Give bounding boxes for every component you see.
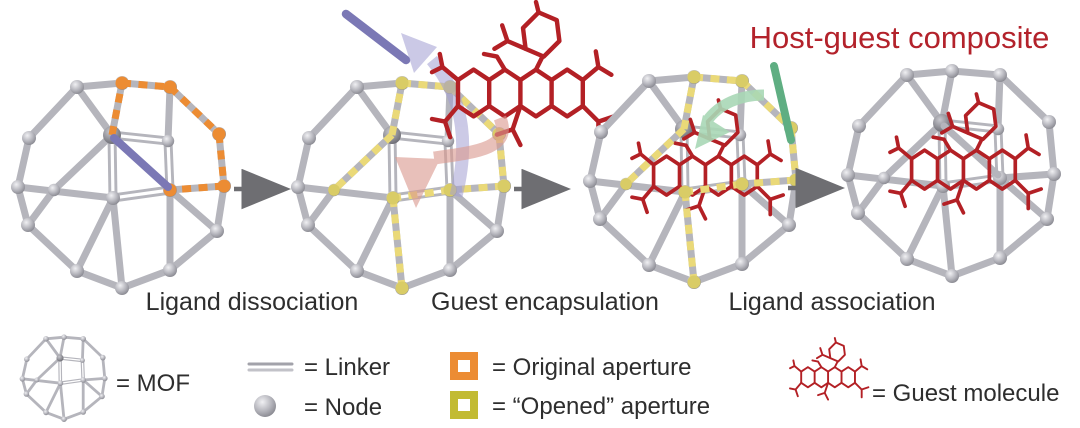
mof-cage-1 — [11, 76, 231, 295]
legend-mof-label: = MOF — [116, 370, 191, 397]
free-linker-purple — [341, 9, 411, 65]
free-linker-green — [770, 62, 795, 144]
legend-node-label: = Node — [304, 394, 383, 421]
opened-aperture-highlight — [626, 77, 796, 282]
node-legend-icon — [254, 395, 276, 417]
mof-legend-icon — [20, 334, 108, 422]
legend-guest-label: = Guest molecule — [872, 380, 1060, 407]
figure-title: Host-guest composite — [749, 20, 1050, 55]
legend-opened-aperture-label: = “Opened” aperture — [492, 393, 711, 420]
original-aperture-swatch — [450, 352, 478, 380]
mof-cage-4 — [841, 64, 1061, 283]
mof-cage-2 — [291, 76, 511, 295]
guest-in-arrow — [395, 115, 509, 208]
linker-out-arrow — [401, 33, 470, 198]
linker-in-arrow — [695, 89, 765, 149]
opened-aperture-swatch — [450, 391, 478, 419]
guest-legend-icon — [789, 337, 870, 401]
mof-cage-3 — [583, 70, 803, 289]
legend-linker-label: = Linker — [304, 354, 391, 381]
step-label-ligand-association: Ligand association — [728, 288, 936, 316]
step-label-guest-encapsulation: Guest encapsulation — [431, 288, 659, 316]
linker-legend-icon — [247, 362, 294, 372]
legend-original-aperture-label: = Original aperture — [492, 354, 692, 381]
step-label-ligand-dissociation: Ligand dissociation — [145, 288, 359, 316]
dissociating-linker — [110, 134, 172, 191]
